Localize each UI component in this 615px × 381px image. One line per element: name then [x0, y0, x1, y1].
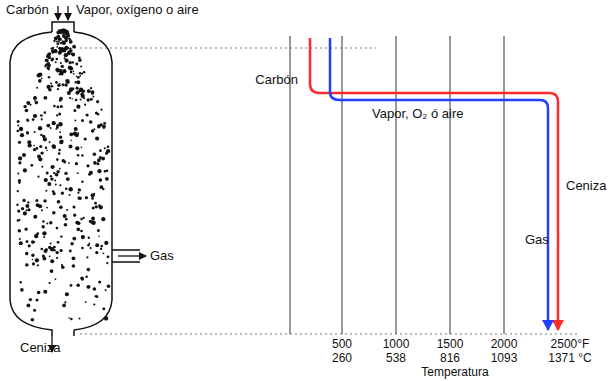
- curve-label: Ceniza: [566, 178, 606, 193]
- inlet-label: Carbón: [6, 2, 49, 17]
- gasifier-vessel: [10, 22, 140, 336]
- axis-tick: 260: [332, 351, 352, 366]
- axis-tick: 2000: [491, 337, 518, 352]
- coal-ash-curve: [310, 38, 558, 330]
- axis-tick: 1500: [437, 337, 464, 352]
- outlet-label: Gas: [150, 248, 174, 263]
- coal-particles: [16, 28, 110, 321]
- temperature-grid: [290, 36, 504, 334]
- axis-tick: 1093: [491, 351, 518, 366]
- axis-tick: 538: [386, 351, 406, 366]
- outlet-label: Ceniza: [20, 340, 60, 355]
- axis-tick: 1371 °C: [548, 351, 592, 366]
- curve-label: Gas: [525, 232, 549, 247]
- inlet-label: Vapor, oxígeno o aire: [76, 2, 199, 17]
- axis-tick: 500: [332, 337, 352, 352]
- flow-arrows: [52, 6, 146, 352]
- axis-tick: 1000: [383, 337, 410, 352]
- axis-tick: 2500°F: [551, 337, 590, 352]
- axis-title: Temperatura: [421, 365, 488, 380]
- axis-tick: 816: [440, 351, 460, 366]
- steam-gas-curve: [330, 38, 548, 330]
- curve-label: Vapor, O₂ ó aire: [372, 106, 464, 121]
- curve-label: Carbón: [255, 72, 298, 87]
